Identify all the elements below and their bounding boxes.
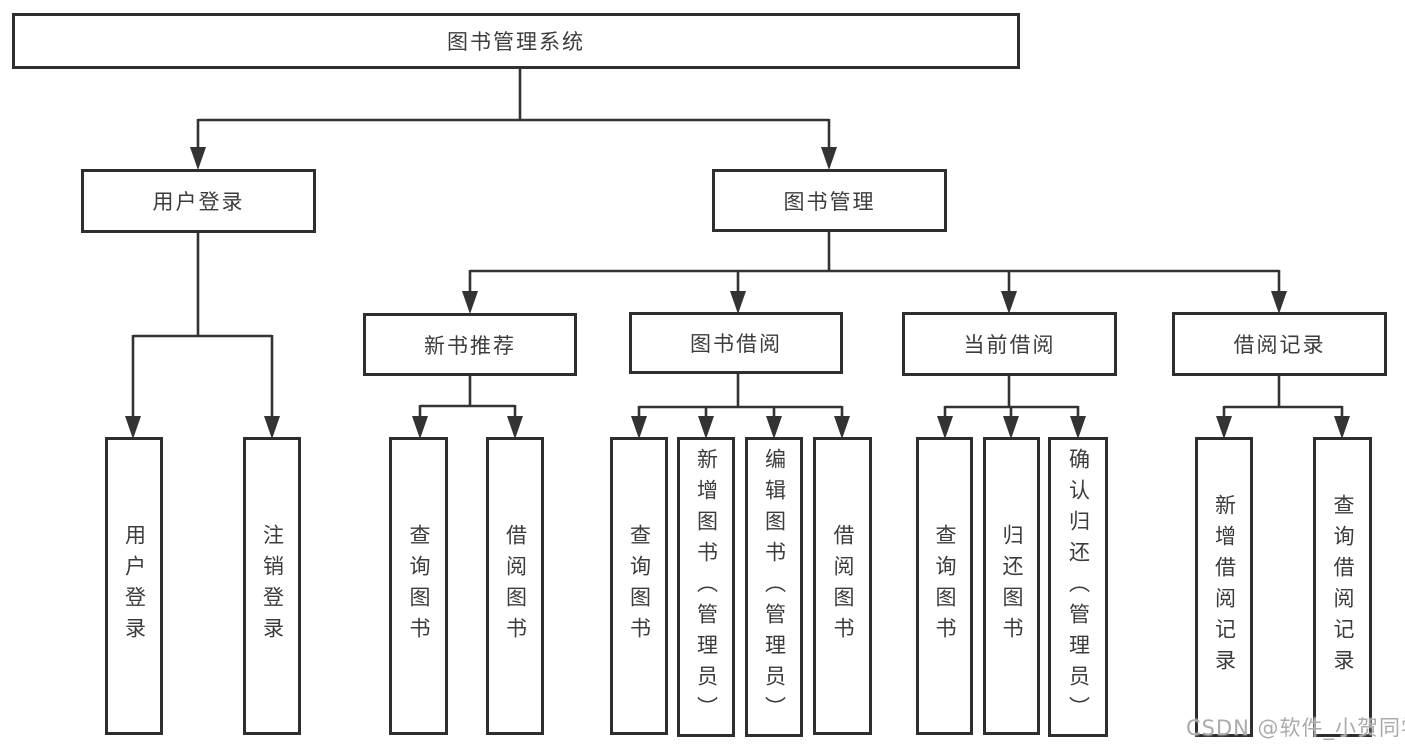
node-user-login-branch: 用户登录 (81, 169, 316, 233)
node-label: 查询图书 (627, 524, 652, 648)
node-label: 用户登录 (152, 190, 245, 214)
leaf-logout: 注销登录 (243, 437, 301, 735)
leaf-borrow-books-recommend: 借阅图书 (486, 437, 544, 735)
node-label: 借阅图书 (503, 524, 528, 648)
leaf-add-books-admin: 新增图书（管理员） (677, 437, 735, 737)
arrowheads (125, 147, 1350, 439)
node-label: 借阅记录 (1233, 333, 1326, 357)
node-label: 图书管理系统 (447, 30, 585, 54)
node-label: 当前借阅 (963, 333, 1056, 357)
node-book-management-branch: 图书管理 (712, 169, 947, 232)
node-label: 查询图书 (407, 524, 431, 648)
node-label: 编辑图书（管理员） (762, 447, 787, 727)
node-book-borrowing: 图书借阅 (629, 312, 843, 374)
node-label: 借阅图书 (831, 524, 855, 648)
leaf-return-books: 归还图书 (983, 437, 1040, 735)
node-label: 查询借阅记录 (1331, 494, 1355, 680)
node-label: 归还图书 (1000, 524, 1024, 648)
leaf-query-books-borrowing: 查询图书 (610, 437, 668, 735)
node-label: 确认归还（管理员） (1066, 447, 1091, 727)
node-borrowing-records: 借阅记录 (1172, 312, 1387, 376)
node-label: 新增图书（管理员） (694, 447, 719, 727)
node-label: 新书推荐 (424, 333, 516, 358)
watermark: CSDN @软件_小贺同学 (1186, 716, 1405, 740)
node-root-library-system: 图书管理系统 (12, 13, 1020, 69)
leaf-user-login: 用户登录 (105, 437, 163, 735)
leaf-add-borrow-record: 新增借阅记录 (1195, 437, 1253, 737)
node-label: 用户登录 (122, 524, 147, 648)
leaf-confirm-return-admin: 确认归还（管理员） (1048, 437, 1108, 737)
node-label: 图书借阅 (690, 332, 782, 356)
leaf-query-books-current: 查询图书 (916, 437, 973, 735)
node-label: 查询图书 (933, 524, 957, 648)
leaf-borrow-books: 借阅图书 (813, 437, 872, 735)
leaf-edit-books-admin: 编辑图书（管理员） (745, 437, 803, 737)
leaf-query-books-recommend: 查询图书 (389, 437, 448, 735)
leaf-query-borrow-record: 查询借阅记录 (1313, 437, 1372, 737)
node-label: 图书管理 (783, 189, 876, 214)
node-label: 新增借阅记录 (1212, 494, 1237, 680)
node-current-borrowing: 当前借阅 (902, 312, 1117, 376)
node-label: 注销登录 (260, 524, 285, 648)
node-new-book-recommend: 新书推荐 (363, 313, 577, 376)
